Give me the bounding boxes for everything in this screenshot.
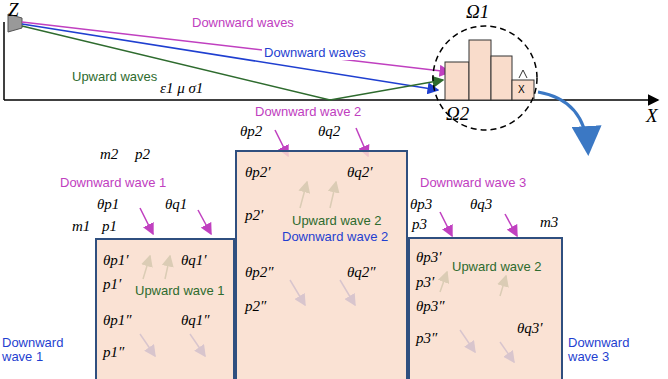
wave-label: Downward waves [190, 16, 296, 30]
building [469, 40, 491, 100]
symbol-label: p1 [102, 218, 117, 235]
angle-label: p1′ [103, 276, 121, 293]
symbol-label: m3 [540, 214, 558, 231]
angle-label: p2″ [245, 298, 266, 315]
angle-label: θp2′ [245, 164, 271, 181]
angle-label: p1″ [103, 344, 124, 361]
angle-label: θp2″ [245, 264, 274, 281]
wave-label: Downward wave 2 [255, 105, 361, 119]
angle-label: θq1′ [181, 252, 207, 269]
wave-label: Downward wave 1 [60, 176, 166, 190]
wave-label: Downward wave 1 [2, 336, 84, 365]
symbol-label: Z [8, 0, 19, 21]
layer-box: θp1′ θq1′ p1′ Upward wave 1θp1″ θq1″ p1″ [95, 238, 235, 379]
symbol-label: m2 [100, 146, 118, 163]
wave-label: Upward wave 2 [292, 214, 382, 228]
symbol-label: ε1 μ σ1 [160, 80, 203, 97]
angle-label: θp1″ [103, 312, 132, 329]
symbol-label: θp2 [240, 123, 262, 140]
angle-label: θp3″ [416, 298, 445, 315]
angle-label: p3″ [416, 330, 437, 347]
angle-label: θq3′ [517, 320, 543, 337]
zoom-arrow [538, 92, 588, 150]
angle-label: θp3′ [416, 249, 442, 266]
symbol-label: θp3 [410, 196, 432, 213]
symbol-label: Ω2 [446, 104, 469, 125]
symbol-label: p3 [412, 216, 427, 233]
wave-label: Downward wave 2 [282, 230, 388, 244]
angle-label: θq1″ [181, 312, 210, 329]
symbol-label: θq1 [165, 196, 187, 213]
layer-box: θp2′ θq2′ p2′ Upward wave 2 Downward wave 2 θ… [235, 150, 408, 379]
target-symbol [519, 70, 527, 78]
symbol-label: Ω1 [466, 2, 489, 23]
region-circle [433, 26, 537, 130]
upward-wave-line [22, 26, 443, 100]
angle-label: p2′ [245, 207, 263, 224]
symbol-label: θq3 [470, 196, 492, 213]
z-axis [3, 22, 5, 100]
wave-label: Downward wave 3 [568, 336, 650, 365]
wave-label: Upward wave 2 [452, 260, 542, 274]
symbol-label: p2 [135, 146, 150, 163]
angle-label: θq2′ [347, 164, 373, 181]
wave-label: Downward wave 3 [420, 176, 526, 190]
symbol-label: θq2 [318, 123, 340, 140]
layer-box: θp3′ Upward wave 2 p3′ θp3″ p3″ θq3′ [408, 237, 563, 379]
angle-label: p3′ [416, 274, 434, 291]
angle-label: θp1′ [103, 252, 129, 269]
wave-label: Upward waves [70, 70, 159, 84]
symbol-label: m1 [72, 218, 90, 235]
downward-wave-line [22, 24, 438, 90]
building [445, 62, 469, 100]
building [491, 56, 512, 100]
symbol-label: X [646, 106, 658, 127]
wave-label: Downward waves [262, 46, 368, 60]
symbol-label: θp1 [97, 196, 119, 213]
angle-label: θq2″ [347, 264, 376, 281]
building [512, 80, 534, 100]
wave-label: Upward wave 1 [135, 284, 225, 298]
symbol-label: X [518, 84, 525, 95]
